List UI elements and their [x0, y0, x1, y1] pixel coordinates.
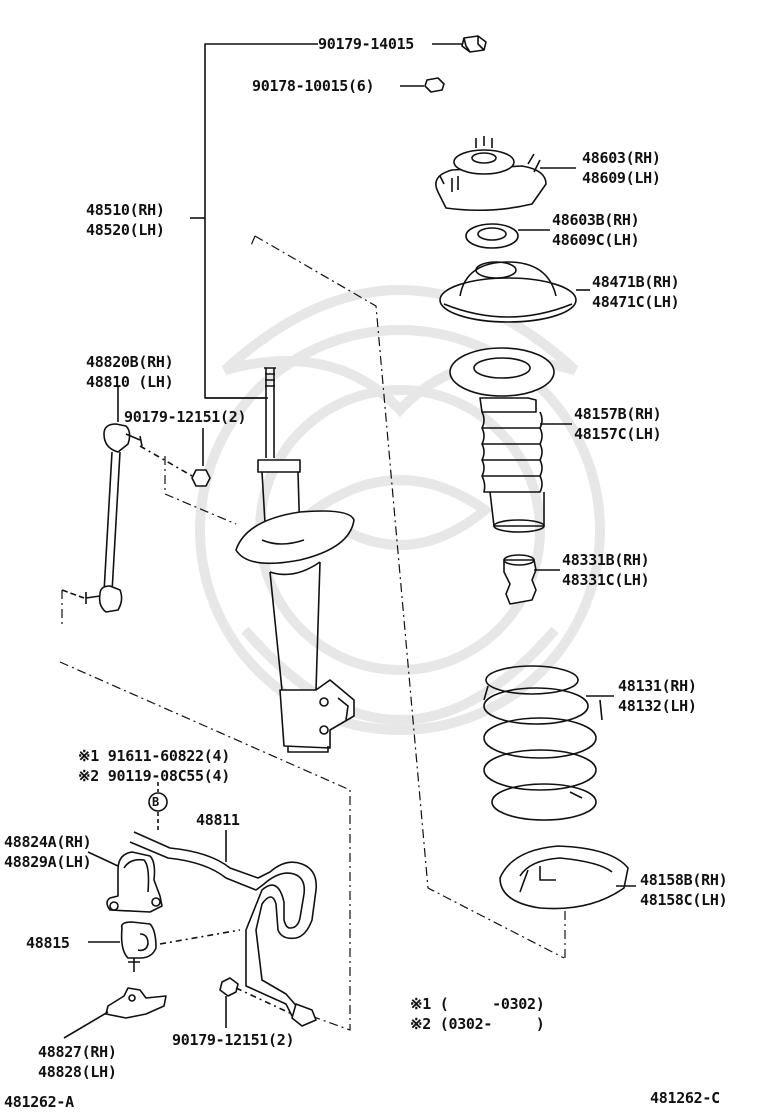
- reference-bubble-letter: B: [152, 795, 159, 809]
- label-strut: 48510(RH) 48520(LH): [86, 201, 165, 239]
- upper-mount-drawing: [435, 136, 547, 212]
- label-upper-mount: 48603(RH) 48609(LH): [582, 149, 661, 187]
- label-bolts: ※1 91611-60822(4) ※2 90119-08C55(4): [78, 747, 230, 785]
- coil-spring-drawing: [483, 665, 603, 821]
- stabilizer-bar-drawing: [105, 831, 318, 1027]
- leader-strut-bracket: [204, 43, 318, 399]
- label-nut-top: 90179-14015: [318, 35, 415, 53]
- nut-icon: [424, 77, 445, 93]
- lower-insulator-drawing: [499, 845, 629, 910]
- label-bearing: 48603B(RH) 48609C(LH): [552, 211, 640, 249]
- label-stabilizer-bar: 48811: [196, 811, 240, 829]
- label-nut-second: 90178-10015(6): [252, 77, 375, 95]
- dust-boot-drawing: [449, 347, 555, 533]
- upper-spring-seat-drawing: [439, 261, 577, 323]
- label-lower-bracket: 48827(RH) 48828(LH): [38, 1043, 117, 1081]
- label-coil-spring: 48131(RH) 48132(LH): [618, 677, 697, 715]
- figure-code-right: 481262-C: [650, 1089, 720, 1107]
- bump-stopper-drawing: [503, 554, 537, 605]
- label-lower-insulator: 48158B(RH) 48158C(LH): [640, 871, 728, 909]
- label-dust-boot: 48157B(RH) 48157C(LH): [574, 405, 662, 443]
- label-stab-nut: 90179-12151(2): [172, 1031, 295, 1049]
- assembly-frame: [59, 235, 566, 1031]
- stabilizer-link-drawing: [61, 423, 211, 613]
- leader-lower-bracket: [63, 1011, 109, 1039]
- figure-code-left: 481262-A: [4, 1093, 74, 1111]
- leader-bracket: [87, 851, 119, 867]
- note-list: ※1 ( -0302) ※2 (0302- ): [410, 995, 545, 1033]
- bearing-ring-drawing: [465, 223, 519, 249]
- label-stabilizer-link: 48820B(RH) 48810 (LH): [86, 353, 174, 391]
- shock-strut-drawing: [235, 367, 355, 753]
- label-stabilizer-bracket: 48824A(RH) 48829A(LH): [4, 833, 92, 871]
- label-upper-seat: 48471B(RH) 48471C(LH): [592, 273, 680, 311]
- label-link-nut: 90179-12151(2): [124, 408, 247, 426]
- reference-bubble: [148, 792, 168, 812]
- label-bump-stopper: 48331B(RH) 48331C(LH): [562, 551, 650, 589]
- nut-icon: [461, 35, 487, 53]
- label-bushing: 48815: [26, 934, 70, 952]
